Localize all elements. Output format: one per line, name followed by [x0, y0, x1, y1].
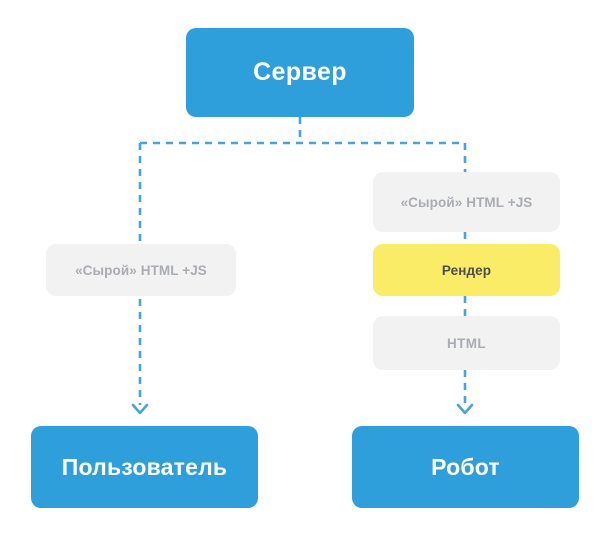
- node-raw-html-js-right-label: «Сырой» HTML +JS: [400, 194, 533, 210]
- node-server-label: Сервер: [253, 58, 347, 86]
- node-raw-html-js-left[interactable]: «Сырой» HTML +JS: [46, 244, 236, 296]
- node-raw-html-js-right[interactable]: «Сырой» HTML +JS: [373, 172, 560, 232]
- node-user[interactable]: Пользователь: [31, 426, 258, 508]
- node-user-label: Пользователь: [61, 453, 228, 480]
- arrowhead-down-right-icon: [456, 403, 474, 415]
- node-html-label: HTML: [446, 335, 487, 351]
- arrowhead-down-left-icon: [131, 403, 149, 415]
- node-robot-label: Робот: [431, 453, 500, 480]
- node-render-label: Рендер: [441, 262, 492, 278]
- node-raw-html-js-left-label: «Сырой» HTML +JS: [75, 262, 207, 278]
- node-html[interactable]: HTML: [373, 316, 560, 370]
- node-server[interactable]: Сервер: [186, 28, 414, 117]
- node-robot[interactable]: Робот: [352, 426, 579, 508]
- node-render[interactable]: Рендер: [373, 244, 560, 296]
